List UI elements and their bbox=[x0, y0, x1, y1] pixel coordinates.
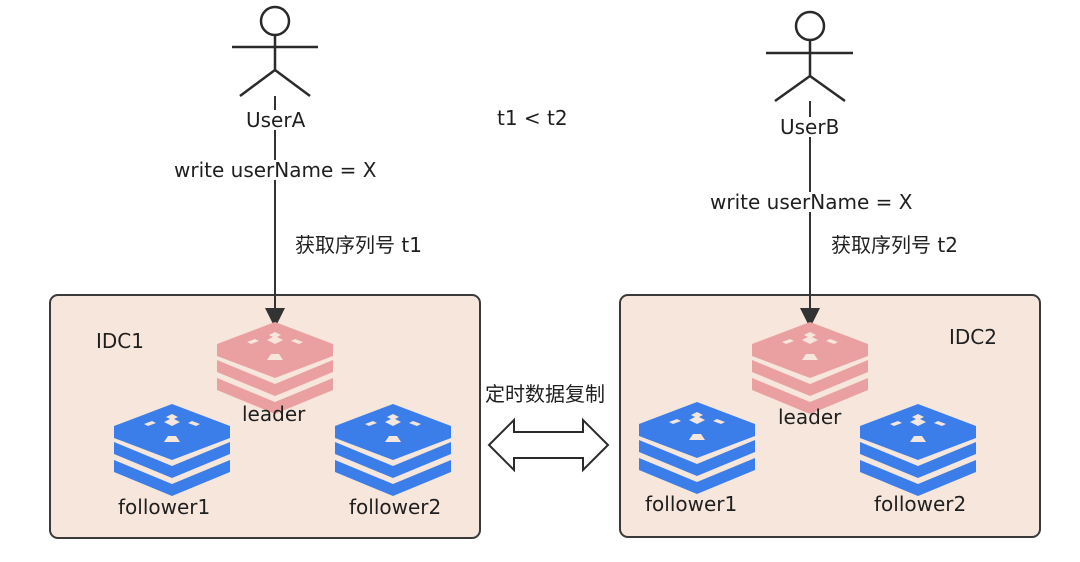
user-a-label: UserA bbox=[244, 108, 308, 132]
user-a-write-label: write userName = X bbox=[172, 158, 379, 182]
idc2-follower2-label: follower2 bbox=[874, 492, 967, 516]
replication-label: 定时数据复制 bbox=[485, 382, 605, 406]
idc1-label: IDC1 bbox=[96, 329, 144, 353]
idc1-leader-label: leader bbox=[242, 402, 306, 426]
user-a-seq-label: 获取序列号 t1 bbox=[295, 233, 422, 257]
idc1-follower2-label: follower2 bbox=[349, 495, 442, 519]
idc2-label: IDC2 bbox=[949, 325, 997, 349]
idc2-follower1-label: follower1 bbox=[645, 492, 738, 516]
user-b-stick-figure-icon bbox=[766, 10, 853, 103]
user-b-write-label: write userName = X bbox=[708, 190, 915, 214]
idc2-leader-label: leader bbox=[778, 405, 842, 429]
user-b-seq-label: 获取序列号 t2 bbox=[831, 233, 958, 257]
compare-label: t1 < t2 bbox=[497, 106, 568, 130]
replication-double-arrow-icon bbox=[487, 417, 610, 473]
user-a-stick-figure-icon bbox=[232, 5, 318, 98]
user-b-label: UserB bbox=[778, 115, 842, 139]
idc1-follower1-label: follower1 bbox=[118, 495, 211, 519]
